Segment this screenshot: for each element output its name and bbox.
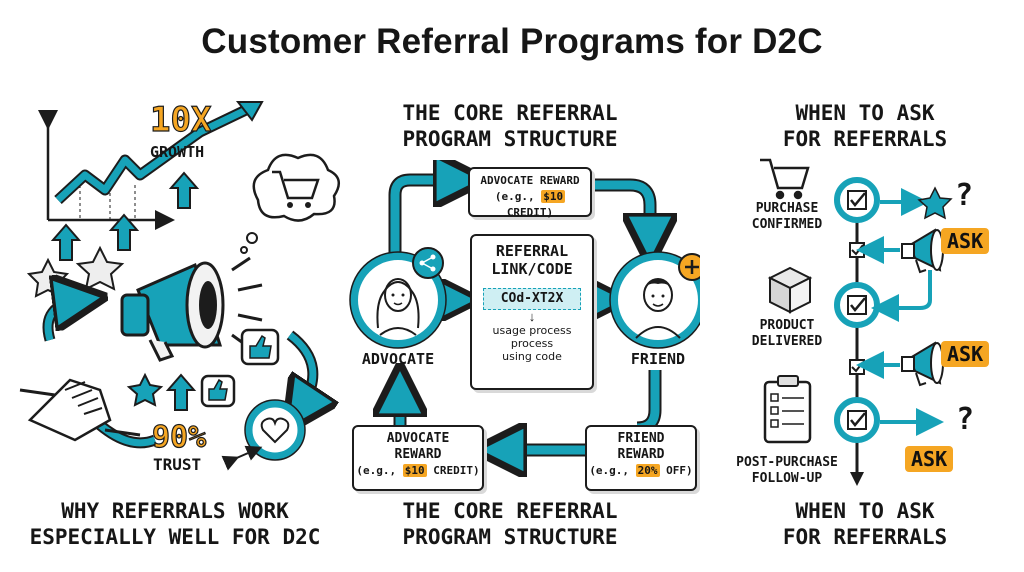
page-title: Customer Referral Programs for D2C bbox=[201, 22, 823, 61]
timeline-illustration bbox=[760, 158, 953, 486]
growth-chart bbox=[38, 101, 264, 230]
down-arrow-icon: ↓ bbox=[528, 309, 536, 324]
question-mark-1: ? bbox=[955, 178, 974, 213]
trust-value: 90% bbox=[151, 419, 207, 455]
cycle-arrows bbox=[42, 300, 313, 449]
trust-arrow bbox=[221, 445, 263, 471]
ask-badge-1: ASK bbox=[941, 228, 990, 254]
handshake-icon bbox=[19, 378, 141, 442]
advocate-label: ADVOCATE bbox=[361, 350, 435, 368]
trust-label: TRUST bbox=[153, 455, 202, 474]
megaphone-icon bbox=[120, 256, 263, 362]
growth-label: GROWTH bbox=[150, 143, 205, 161]
ask-badge-2: ASK bbox=[941, 341, 990, 367]
cart-thought-bubble bbox=[240, 153, 341, 254]
check-circle-icon bbox=[834, 177, 880, 443]
advocate-reward-bottom-box: ADVOCATE REWARD (e.g., $10 CREDIT) bbox=[352, 425, 484, 491]
heart-badge-icon bbox=[244, 399, 306, 461]
megaphone-small-icon bbox=[901, 228, 944, 387]
friend-reward-box: FRIEND REWARD (e.g., 20% OFF) bbox=[585, 425, 697, 491]
advocate-avatar bbox=[349, 251, 447, 349]
thumbs-up-icon bbox=[200, 328, 280, 408]
ask-badge-3: ASK bbox=[905, 446, 954, 472]
advocate-reward-top-box: ADVOCATE REWARD (e.g., $10 CREDIT) bbox=[468, 167, 592, 219]
package-icon bbox=[767, 266, 813, 314]
share-icon bbox=[412, 247, 444, 279]
star-icon bbox=[917, 186, 953, 220]
clipboard-icon bbox=[763, 375, 812, 444]
friend-label: FRIEND bbox=[630, 350, 686, 368]
referral-flow-arrows bbox=[349, 160, 700, 500]
left-illustration bbox=[19, 101, 341, 471]
cart-icon bbox=[760, 158, 810, 200]
friend-avatar bbox=[609, 251, 700, 349]
timeline-arrows bbox=[856, 188, 944, 436]
referral-code-field: COd-XT2X bbox=[483, 288, 581, 310]
rising-arrows bbox=[50, 171, 200, 411]
question-mark-2: ? bbox=[956, 402, 975, 437]
growth-value: 10X bbox=[149, 99, 212, 140]
plus-badge-icon bbox=[678, 253, 700, 281]
